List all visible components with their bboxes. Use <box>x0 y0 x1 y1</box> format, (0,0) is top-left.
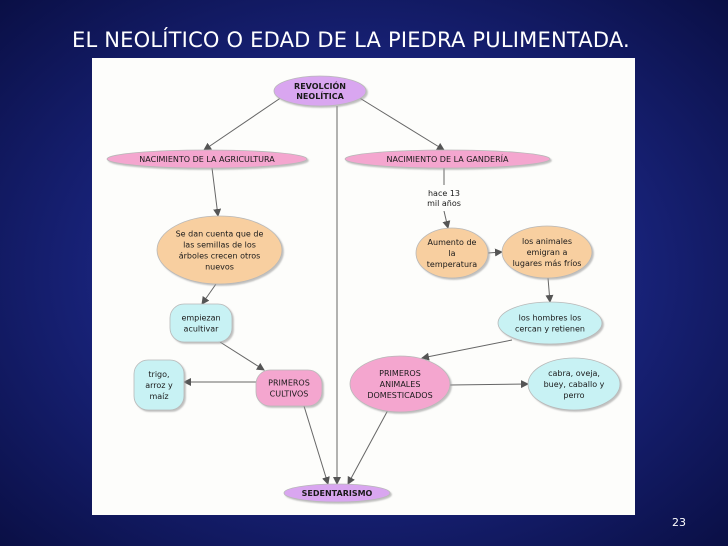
node-label-line: REVOLCIÓN <box>294 80 346 91</box>
node-trigo: trigo, arroz y maíz <box>133 359 185 411</box>
node-label-line: empiezan <box>181 314 220 323</box>
slide-title: EL NEOLÍTICO O EDAD DE LA PIEDRA PULIMEN… <box>72 28 630 52</box>
node-shape <box>344 149 551 169</box>
node-shape <box>501 225 593 279</box>
node-label-line: mil años <box>427 199 461 208</box>
node-shape <box>415 227 489 279</box>
link-empiezan-cultivos <box>219 341 265 371</box>
node-cabra: cabra, oveja, buey, caballo y perro <box>527 357 621 411</box>
link-agricultura-semillas <box>211 167 222 217</box>
node-label-line: buey, caballo y <box>544 380 605 389</box>
node-label-line: NEOLÍTICA <box>296 90 344 101</box>
node-label-line: NACIMIENTO DE LA AGRICULTURA <box>139 155 275 164</box>
node-label-line: Aumento de <box>428 238 477 247</box>
node-label-line: las semillas de los <box>183 241 256 250</box>
node-empiezan: empiezan acultivar <box>169 303 233 343</box>
node-semillas: Se dan cuenta que de las semillas de los á… <box>156 215 283 285</box>
node-shape <box>156 215 283 285</box>
node-label-line: acultivar <box>184 325 220 334</box>
node-label-line: emigran a <box>527 248 568 257</box>
node-shape <box>283 483 391 503</box>
link-animales-hombres <box>545 277 554 303</box>
node-shape <box>349 355 451 413</box>
node-label-line: los hombres los <box>519 314 582 323</box>
node-label-line: perro <box>563 391 584 400</box>
node-label-line: nuevos <box>205 263 234 272</box>
link-hace13-temperatura <box>442 210 451 229</box>
node-label-line: NACIMIENTO DE LA GANDERÍA <box>387 153 509 164</box>
node-shape <box>133 359 185 411</box>
node-label-line: PRIMEROS <box>379 369 421 378</box>
node-agricultura: NACIMIENTO DE LA AGRICULTURA <box>106 149 308 169</box>
node-sedentarismo: SEDENTARISMO <box>283 483 391 503</box>
node-label-line: la <box>448 249 455 258</box>
node-label-line: trigo, <box>148 370 169 379</box>
node-label-line: temperatura <box>427 260 478 269</box>
node-label-line: CULTIVOS <box>270 390 309 399</box>
node-shape <box>255 369 323 407</box>
link-animales-cabra <box>449 380 529 389</box>
node-label-line: maíz <box>149 392 168 401</box>
node-label-line: DOMESTICADOS <box>367 391 432 400</box>
node-label-line: hace 13 <box>428 189 460 198</box>
node-ganaderia: NACIMIENTO DE LA GANDERÍA <box>344 149 551 169</box>
node-label-bg <box>422 185 466 211</box>
node-animales-emigran: los animales emigran a lugares más fríos <box>501 225 593 279</box>
node-label-line: cabra, oveja, <box>548 369 600 378</box>
link-animales-sedentarismo <box>347 409 389 485</box>
node-label-line: árboles crecen otros <box>179 252 261 261</box>
node-label-line: SEDENTARISMO <box>302 489 373 498</box>
link-cultivos-sedentarismo <box>303 405 330 485</box>
slide-number: 23 <box>672 516 686 529</box>
node-label-line: lugares más fríos <box>513 259 582 268</box>
node-label-line: ANIMALES <box>380 380 421 389</box>
node-label-line: los animales <box>522 237 572 246</box>
node-shape <box>169 303 233 343</box>
node-label-line: arroz y <box>145 381 173 390</box>
link-revolucion-agricultura <box>203 96 283 151</box>
concept-links <box>183 96 554 485</box>
link-revolucion-ganaderia <box>357 96 445 151</box>
node-temperatura: Aumento de la temperatura <box>415 227 489 279</box>
node-label-line: Se dan cuenta que de <box>176 230 264 239</box>
link-hombres-animales <box>421 339 513 361</box>
node-hombres: los hombres los cercan y retienen <box>497 301 603 345</box>
node-primeros-cultivos: PRIMEROS CULTIVOS <box>255 369 323 407</box>
node-shape <box>527 357 621 411</box>
node-label-line: PRIMEROS <box>268 379 310 388</box>
link-semillas-empiezan <box>201 283 217 305</box>
node-shape <box>106 149 308 169</box>
link-temperatura-animales <box>487 248 503 257</box>
node-shape <box>273 75 367 107</box>
node-label-line: cercan y retienen <box>515 325 585 334</box>
node-primeros-animales: PRIMEROS ANIMALES DOMESTICADOS <box>349 355 451 413</box>
node-shape <box>497 301 603 345</box>
